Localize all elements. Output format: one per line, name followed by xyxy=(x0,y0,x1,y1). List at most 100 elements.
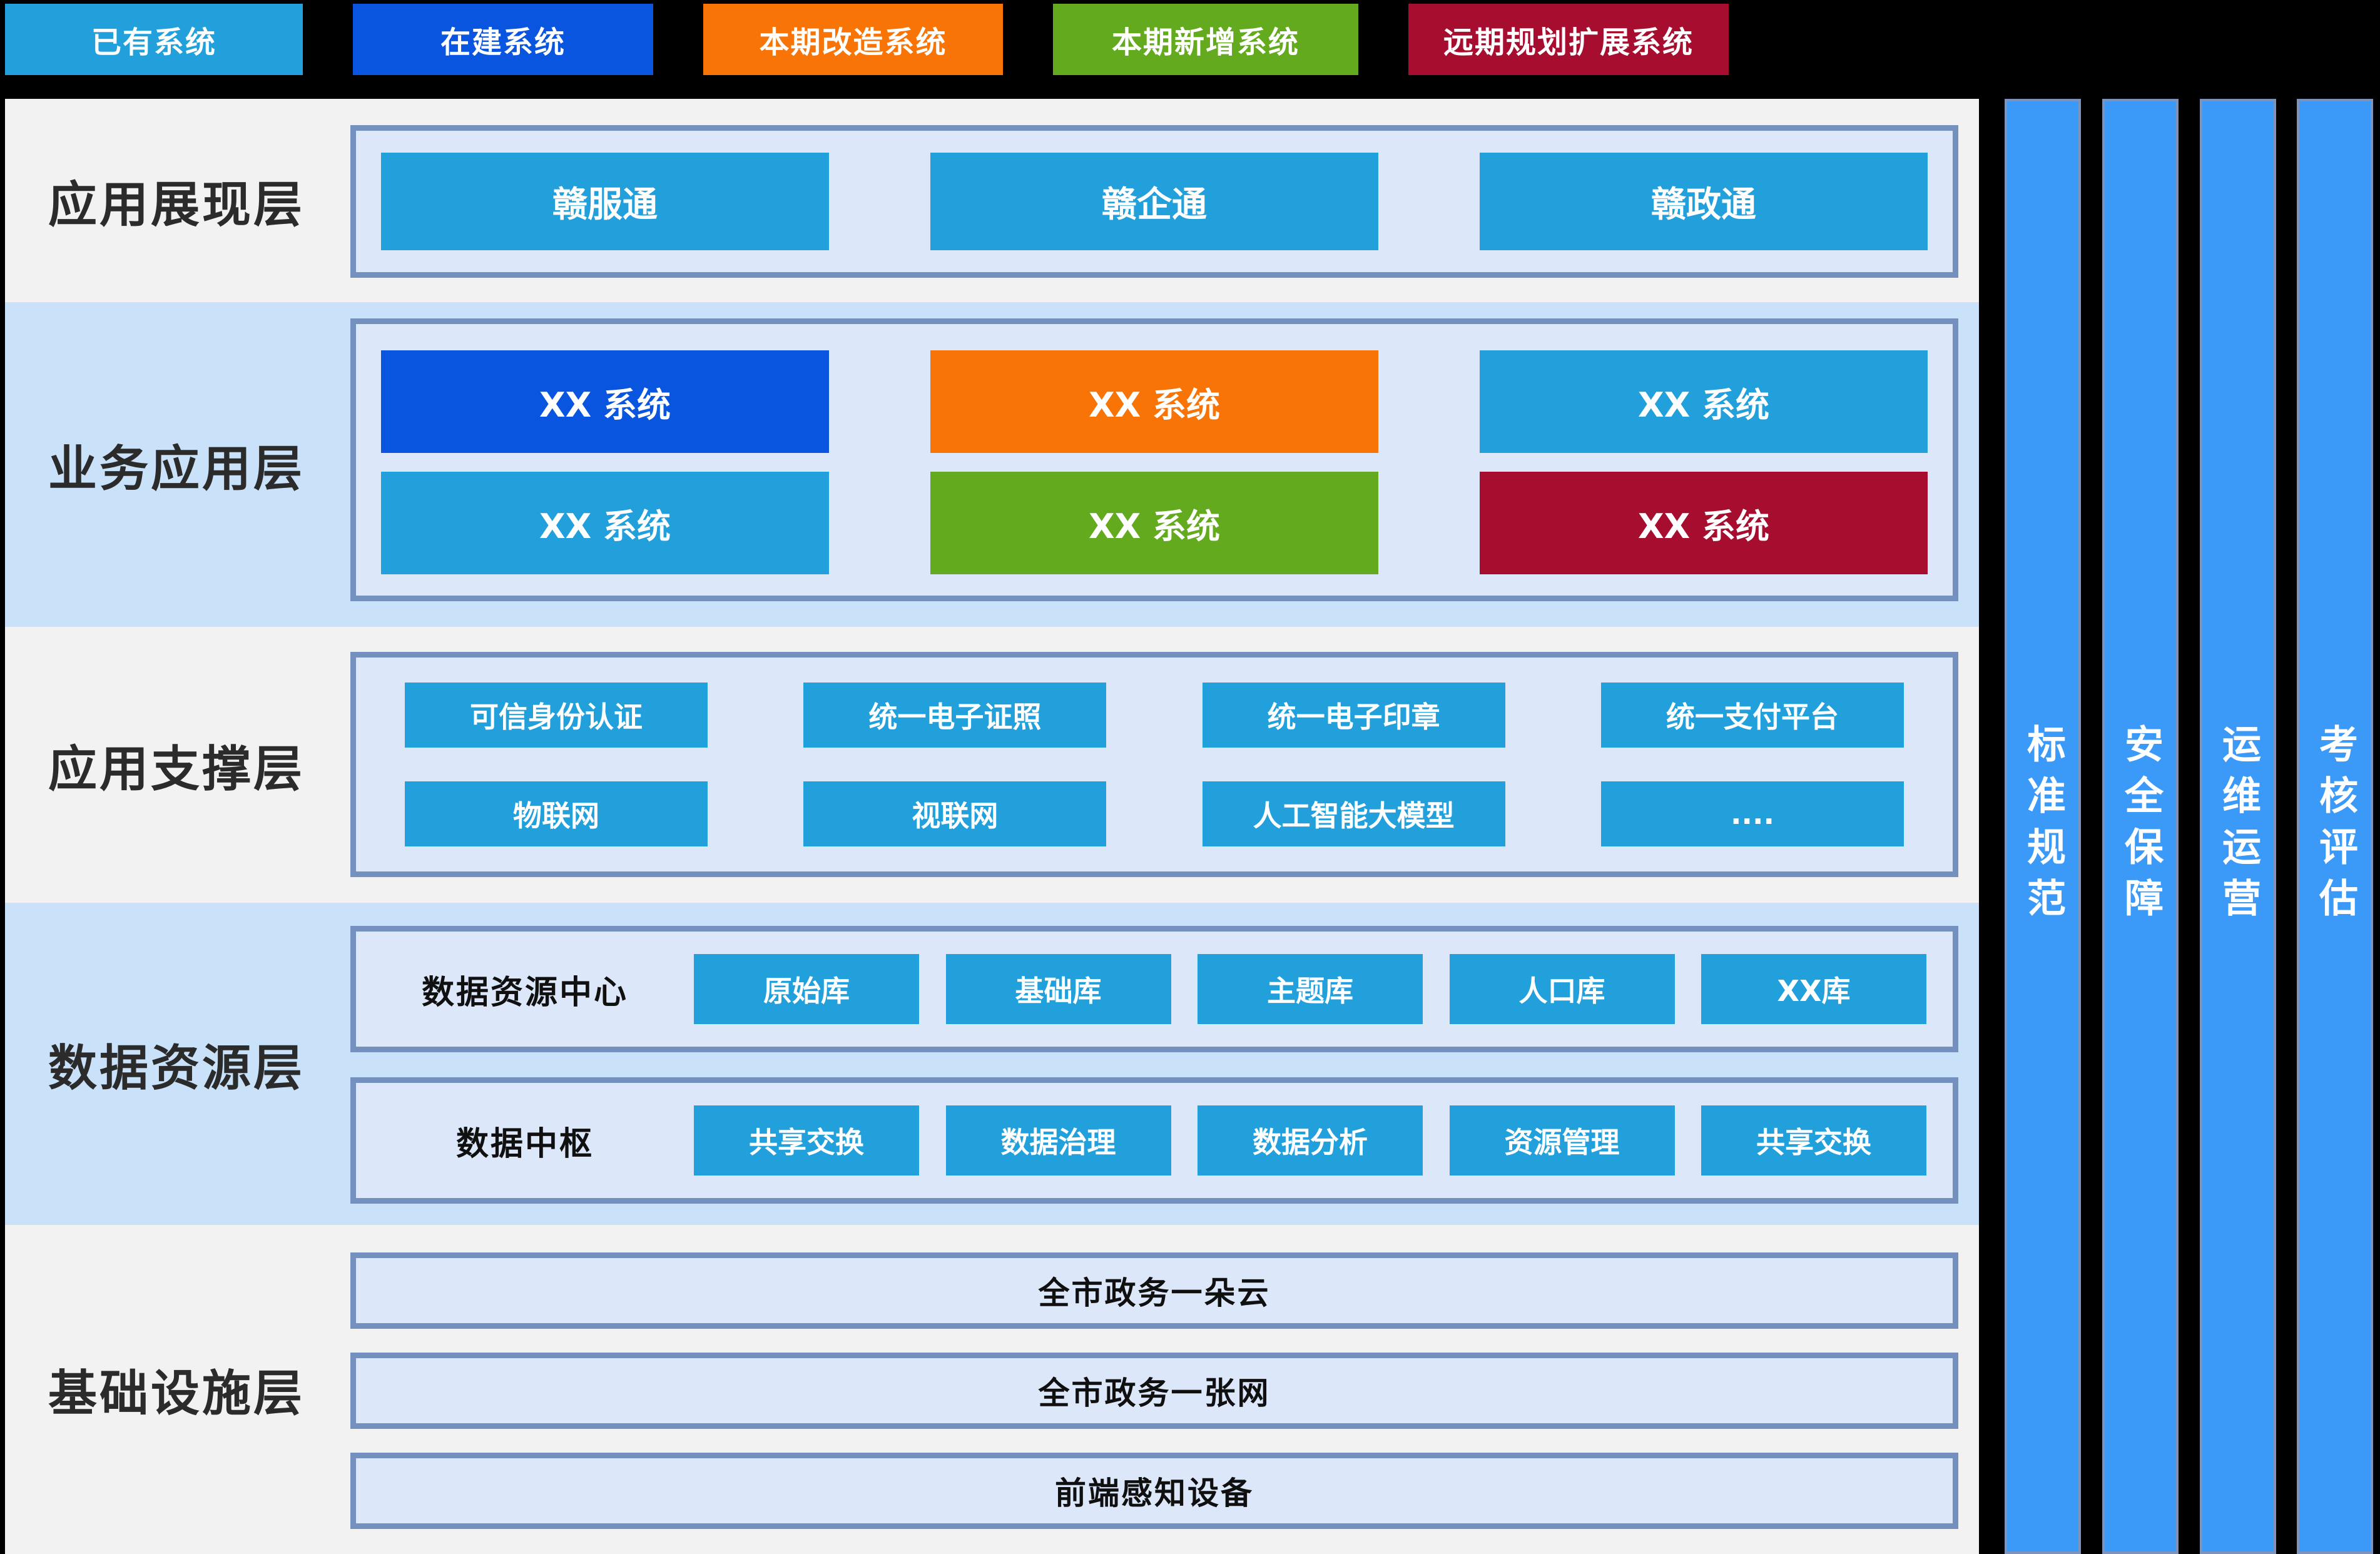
db-box-label: XX库 xyxy=(1777,974,1851,1008)
legend-label: 已有系统 xyxy=(91,25,216,60)
legend: 已有系统 在建系统 本期改造系统 本期新增系统 远期规划扩展系统 xyxy=(5,4,1729,75)
app-box-label: 赣政通 xyxy=(1651,184,1756,225)
layer-stack: 应用展现层 赣服通 赣企通 赣政通 业务应用层 XX 系统 XX 系统 XX 系… xyxy=(5,99,1979,1554)
app-box-ganfutong: 赣服通 xyxy=(381,153,829,250)
layer-data: 数据资源层 数据资源中心 原始库 基础库 主题库 人口库 XX库 数据中枢 共享… xyxy=(5,903,1979,1225)
system-box-label: XX 系统 xyxy=(539,385,671,425)
db-box-label: 人口库 xyxy=(1518,974,1605,1008)
hub-box-governance: 数据治理 xyxy=(945,1105,1171,1176)
legend-item-future: 远期规划扩展系统 xyxy=(1408,4,1729,75)
app-box-label: 赣服通 xyxy=(552,184,658,225)
business-row: XX 系统 XX 系统 XX 系统 xyxy=(381,472,1928,574)
support-row: 物联网 视联网 人工智能大模型 .... xyxy=(405,781,1904,846)
hub-box-label: 数据分析 xyxy=(1253,1125,1368,1159)
system-box-label: XX 系统 xyxy=(1088,385,1221,425)
infra-bar-network: 全市政务一张网 xyxy=(350,1353,1958,1429)
legend-item-under-construction: 在建系统 xyxy=(353,4,653,75)
data-center-items: 原始库 基础库 主题库 人口库 XX库 xyxy=(694,954,1953,1024)
pillar-assessment: 考核评估 xyxy=(2297,99,2373,1554)
hub-box-label: 资源管理 xyxy=(1504,1125,1620,1159)
infra-bar-sensors: 前端感知设备 xyxy=(350,1453,1958,1529)
support-container: 可信身份认证 统一电子证照 统一电子印章 统一支付平台 物联网 视联网 人工智能… xyxy=(350,652,1958,877)
infra-bar-label: 全市政务一张网 xyxy=(1038,1375,1271,1411)
layer-presentation-label: 应用展现层 xyxy=(48,176,305,233)
system-box: XX 系统 xyxy=(381,472,829,574)
support-box-video-network: 视联网 xyxy=(803,781,1107,846)
layer-business-label: 业务应用层 xyxy=(48,440,305,497)
db-box-population: 人口库 xyxy=(1449,954,1675,1024)
system-box: XX 系统 xyxy=(1480,350,1928,453)
system-box-label: XX 系统 xyxy=(1637,506,1770,546)
legend-label: 在建系统 xyxy=(440,25,566,60)
layer-presentation: 应用展现层 赣服通 赣企通 赣政通 xyxy=(5,99,1979,302)
system-box: XX 系统 xyxy=(1480,472,1928,574)
support-box-iot: 物联网 xyxy=(405,781,708,846)
app-box-ganqitong: 赣企通 xyxy=(930,153,1378,250)
app-box-ganzhengtong: 赣政通 xyxy=(1480,153,1928,250)
data-hub-container: 数据中枢 共享交换 数据治理 数据分析 资源管理 共享交换 xyxy=(350,1077,1958,1204)
support-box-payment: 统一支付平台 xyxy=(1600,683,1904,748)
support-box-ai-model: 人工智能大模型 xyxy=(1202,781,1505,846)
legend-label: 本期改造系统 xyxy=(759,25,947,60)
support-box-elicense: 统一电子证照 xyxy=(803,683,1107,748)
hub-box-resource-mgmt: 资源管理 xyxy=(1449,1105,1675,1176)
db-box-label: 主题库 xyxy=(1267,974,1353,1008)
system-box: XX 系统 xyxy=(381,350,829,453)
pillar-label: 考核评估 xyxy=(2312,724,2358,929)
system-box: XX 系统 xyxy=(930,472,1378,574)
system-box: XX 系统 xyxy=(930,350,1378,453)
pillar-standards: 标准规范 xyxy=(2005,99,2081,1554)
data-center-title: 数据资源中心 xyxy=(421,973,628,1012)
hub-box-label: 数据治理 xyxy=(1000,1125,1116,1159)
pillar-operations: 运维运营 xyxy=(2200,99,2276,1554)
support-box-label: 统一支付平台 xyxy=(1665,700,1839,734)
layer-support: 应用支撑层 可信身份认证 统一电子证照 统一电子印章 统一支付平台 物联网 视联… xyxy=(5,627,1979,903)
hub-box-label: 共享交换 xyxy=(749,1125,864,1159)
support-box-label: 人工智能大模型 xyxy=(1253,799,1455,833)
support-box-identity: 可信身份认证 xyxy=(405,683,708,748)
app-box-label: 赣企通 xyxy=(1102,184,1207,225)
legend-item-renovated: 本期改造系统 xyxy=(703,4,1003,75)
hub-box-analysis: 数据分析 xyxy=(1198,1105,1423,1176)
pillar-label: 运维运营 xyxy=(2215,724,2261,929)
pillar-security: 安全保障 xyxy=(2102,99,2179,1554)
support-box-more: .... xyxy=(1600,781,1904,846)
infra-bar-label: 全市政务一朵云 xyxy=(1038,1275,1271,1311)
infra-bar-cloud: 全市政务一朵云 xyxy=(350,1252,1958,1329)
support-box-label: 统一电子证照 xyxy=(868,700,1042,734)
pillar-label: 标准规范 xyxy=(2020,724,2066,929)
hub-box-share-exchange: 共享交换 xyxy=(694,1105,919,1176)
support-box-label: 统一电子印章 xyxy=(1267,700,1440,734)
support-box-label: 视联网 xyxy=(912,799,999,833)
legend-label: 远期规划扩展系统 xyxy=(1443,25,1694,60)
data-center-container: 数据资源中心 原始库 基础库 主题库 人口库 XX库 xyxy=(350,926,1958,1052)
support-box-label: .... xyxy=(1731,797,1774,831)
db-box-theme: 主题库 xyxy=(1198,954,1423,1024)
legend-item-existing: 已有系统 xyxy=(5,4,303,75)
db-box-label: 原始库 xyxy=(763,974,850,1008)
layer-business: 业务应用层 XX 系统 XX 系统 XX 系统 XX 系统 XX 系统 XX 系… xyxy=(5,302,1979,627)
support-box-eseal: 统一电子印章 xyxy=(1202,683,1505,748)
hub-box-share-exchange2: 共享交换 xyxy=(1701,1105,1926,1176)
infra-bar-label: 前端感知设备 xyxy=(1055,1475,1254,1511)
db-box-base: 基础库 xyxy=(945,954,1171,1024)
layer-support-label: 应用支撑层 xyxy=(48,741,305,798)
layer-infrastructure: 基础设施层 全市政务一朵云 全市政务一张网 前端感知设备 xyxy=(5,1225,1979,1554)
db-box-raw: 原始库 xyxy=(694,954,919,1024)
layer-data-label: 数据资源层 xyxy=(48,1040,305,1097)
legend-label: 本期新增系统 xyxy=(1111,25,1299,60)
system-box-label: XX 系统 xyxy=(1088,506,1221,546)
data-hub-items: 共享交换 数据治理 数据分析 资源管理 共享交换 xyxy=(694,1105,1953,1176)
system-box-label: XX 系统 xyxy=(1637,385,1770,425)
legend-item-new: 本期新增系统 xyxy=(1053,4,1358,75)
support-box-label: 可信身份认证 xyxy=(470,700,643,734)
support-row: 可信身份认证 统一电子证照 统一电子印章 统一支付平台 xyxy=(405,683,1904,748)
presentation-container: 赣服通 赣企通 赣政通 xyxy=(350,125,1958,278)
support-box-label: 物联网 xyxy=(513,799,599,833)
system-box-label: XX 系统 xyxy=(539,506,671,546)
db-box-xx: XX库 xyxy=(1701,954,1926,1024)
business-container: XX 系统 XX 系统 XX 系统 XX 系统 XX 系统 XX 系统 xyxy=(350,318,1958,601)
hub-box-label: 共享交换 xyxy=(1756,1125,1871,1159)
layer-infrastructure-label: 基础设施层 xyxy=(48,1366,305,1422)
